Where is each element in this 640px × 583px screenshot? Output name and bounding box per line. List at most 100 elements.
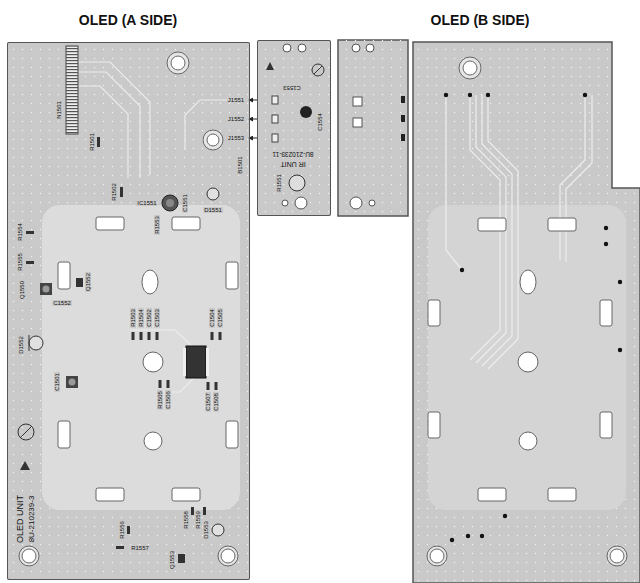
mounting-slot [600,300,612,326]
board-hole [519,432,537,450]
mounting-slot [172,217,200,230]
capacitor-top [166,199,174,207]
capacitor-can [162,195,178,211]
board-title: OLED UNIT [16,494,25,544]
reference-designator: IC1551 [136,200,157,206]
solder-pad [401,96,405,103]
hole-ring [203,130,223,150]
reference-designator: R1555 [17,252,23,272]
reference-designator: R1501 [89,132,95,152]
board-hole [282,200,288,206]
via [468,93,472,97]
connector-body [66,46,78,134]
hole-ring [607,546,627,566]
no-lead-slash [20,426,32,438]
via [460,268,464,272]
board-fill [7,42,250,580]
board-hole [369,200,375,206]
board-hole [144,432,162,450]
reference-designator: D1553 [203,520,209,540]
board-fill [338,40,408,216]
reference-designator: C1551 [182,193,188,213]
resistor-symbol [127,526,130,534]
ul-mark [266,62,274,70]
reference-designator: R1504 [138,308,144,328]
reference-designator: R1503 [130,308,136,328]
ul-mark [20,461,30,470]
solder-pad [401,115,405,122]
pcb-trace [560,95,585,260]
transistor-symbol [76,278,83,287]
via [466,534,470,538]
resistor-symbol [26,261,34,264]
resistor-symbol [120,187,123,197]
reference-designator: Q1550 [19,280,25,300]
capacitor-symbol [211,332,214,340]
capacitor-symbol [207,382,210,390]
via [450,538,454,542]
connector-pad [272,134,278,142]
reference-designator: R1559 [195,510,201,530]
reference-designator: R1551 [276,173,282,193]
board-title: 8U-210239-3 [28,495,36,544]
board-hole [463,61,477,75]
reference-designator: C1507 [205,392,211,412]
pcb-trace [185,100,228,150]
reference-designator: Q1553 [169,550,175,570]
solder-pad [353,118,362,127]
hole-ring [19,546,39,566]
reference-designator: R1502 [111,182,117,202]
resistor-symbol [116,546,124,549]
shield-area [42,205,240,510]
reference-designator: C1502 [146,308,152,328]
resistor-symbol [191,507,194,515]
board-texture [413,42,640,583]
transistor-mark [43,286,50,293]
reference-designator: C1508 [213,392,219,412]
board-hole [430,549,444,563]
resistor-symbol [203,507,206,515]
reference-designator: Q1552 [85,272,91,292]
board-hole [171,56,185,70]
board-hole [22,549,36,563]
resistor-symbol [159,380,162,388]
via [503,514,507,518]
mounting-slot [478,488,506,501]
board-texture [338,40,408,216]
reference-designator: C1505 [217,308,223,328]
via [444,93,448,97]
led-symbol [212,524,224,536]
transistor-symbol [178,554,185,563]
board-hole [610,549,624,563]
capacitor-symbol [148,332,151,340]
mounting-slot [428,412,440,438]
board-hole [350,197,362,209]
via [583,93,587,97]
board-hole [143,352,163,372]
reference-designator: J1551 [227,97,245,103]
connector-pad [272,96,278,104]
via [604,226,608,230]
board-hole [366,44,374,52]
transistor-body [40,283,52,295]
board-fill [257,40,331,216]
reference-designator: D1551 [203,207,223,213]
reference-designator: C1504 [209,308,215,328]
reference-designator: R1554 [17,222,23,242]
mounting-slot [478,218,506,231]
pcb-trace [78,72,140,178]
mounting-slot [96,217,124,230]
pcb-trace [476,95,506,363]
reference-designator: C1552 [52,300,72,306]
pcb-trace [446,95,462,270]
board-hole [295,197,307,209]
hole-ring [459,57,481,79]
ir-receiver [300,106,312,118]
mounting-slot [226,421,238,448]
reference-designator: R1505 [157,390,163,410]
via [604,242,608,246]
via [486,93,490,97]
solder-pad [353,97,362,106]
via [480,534,484,538]
